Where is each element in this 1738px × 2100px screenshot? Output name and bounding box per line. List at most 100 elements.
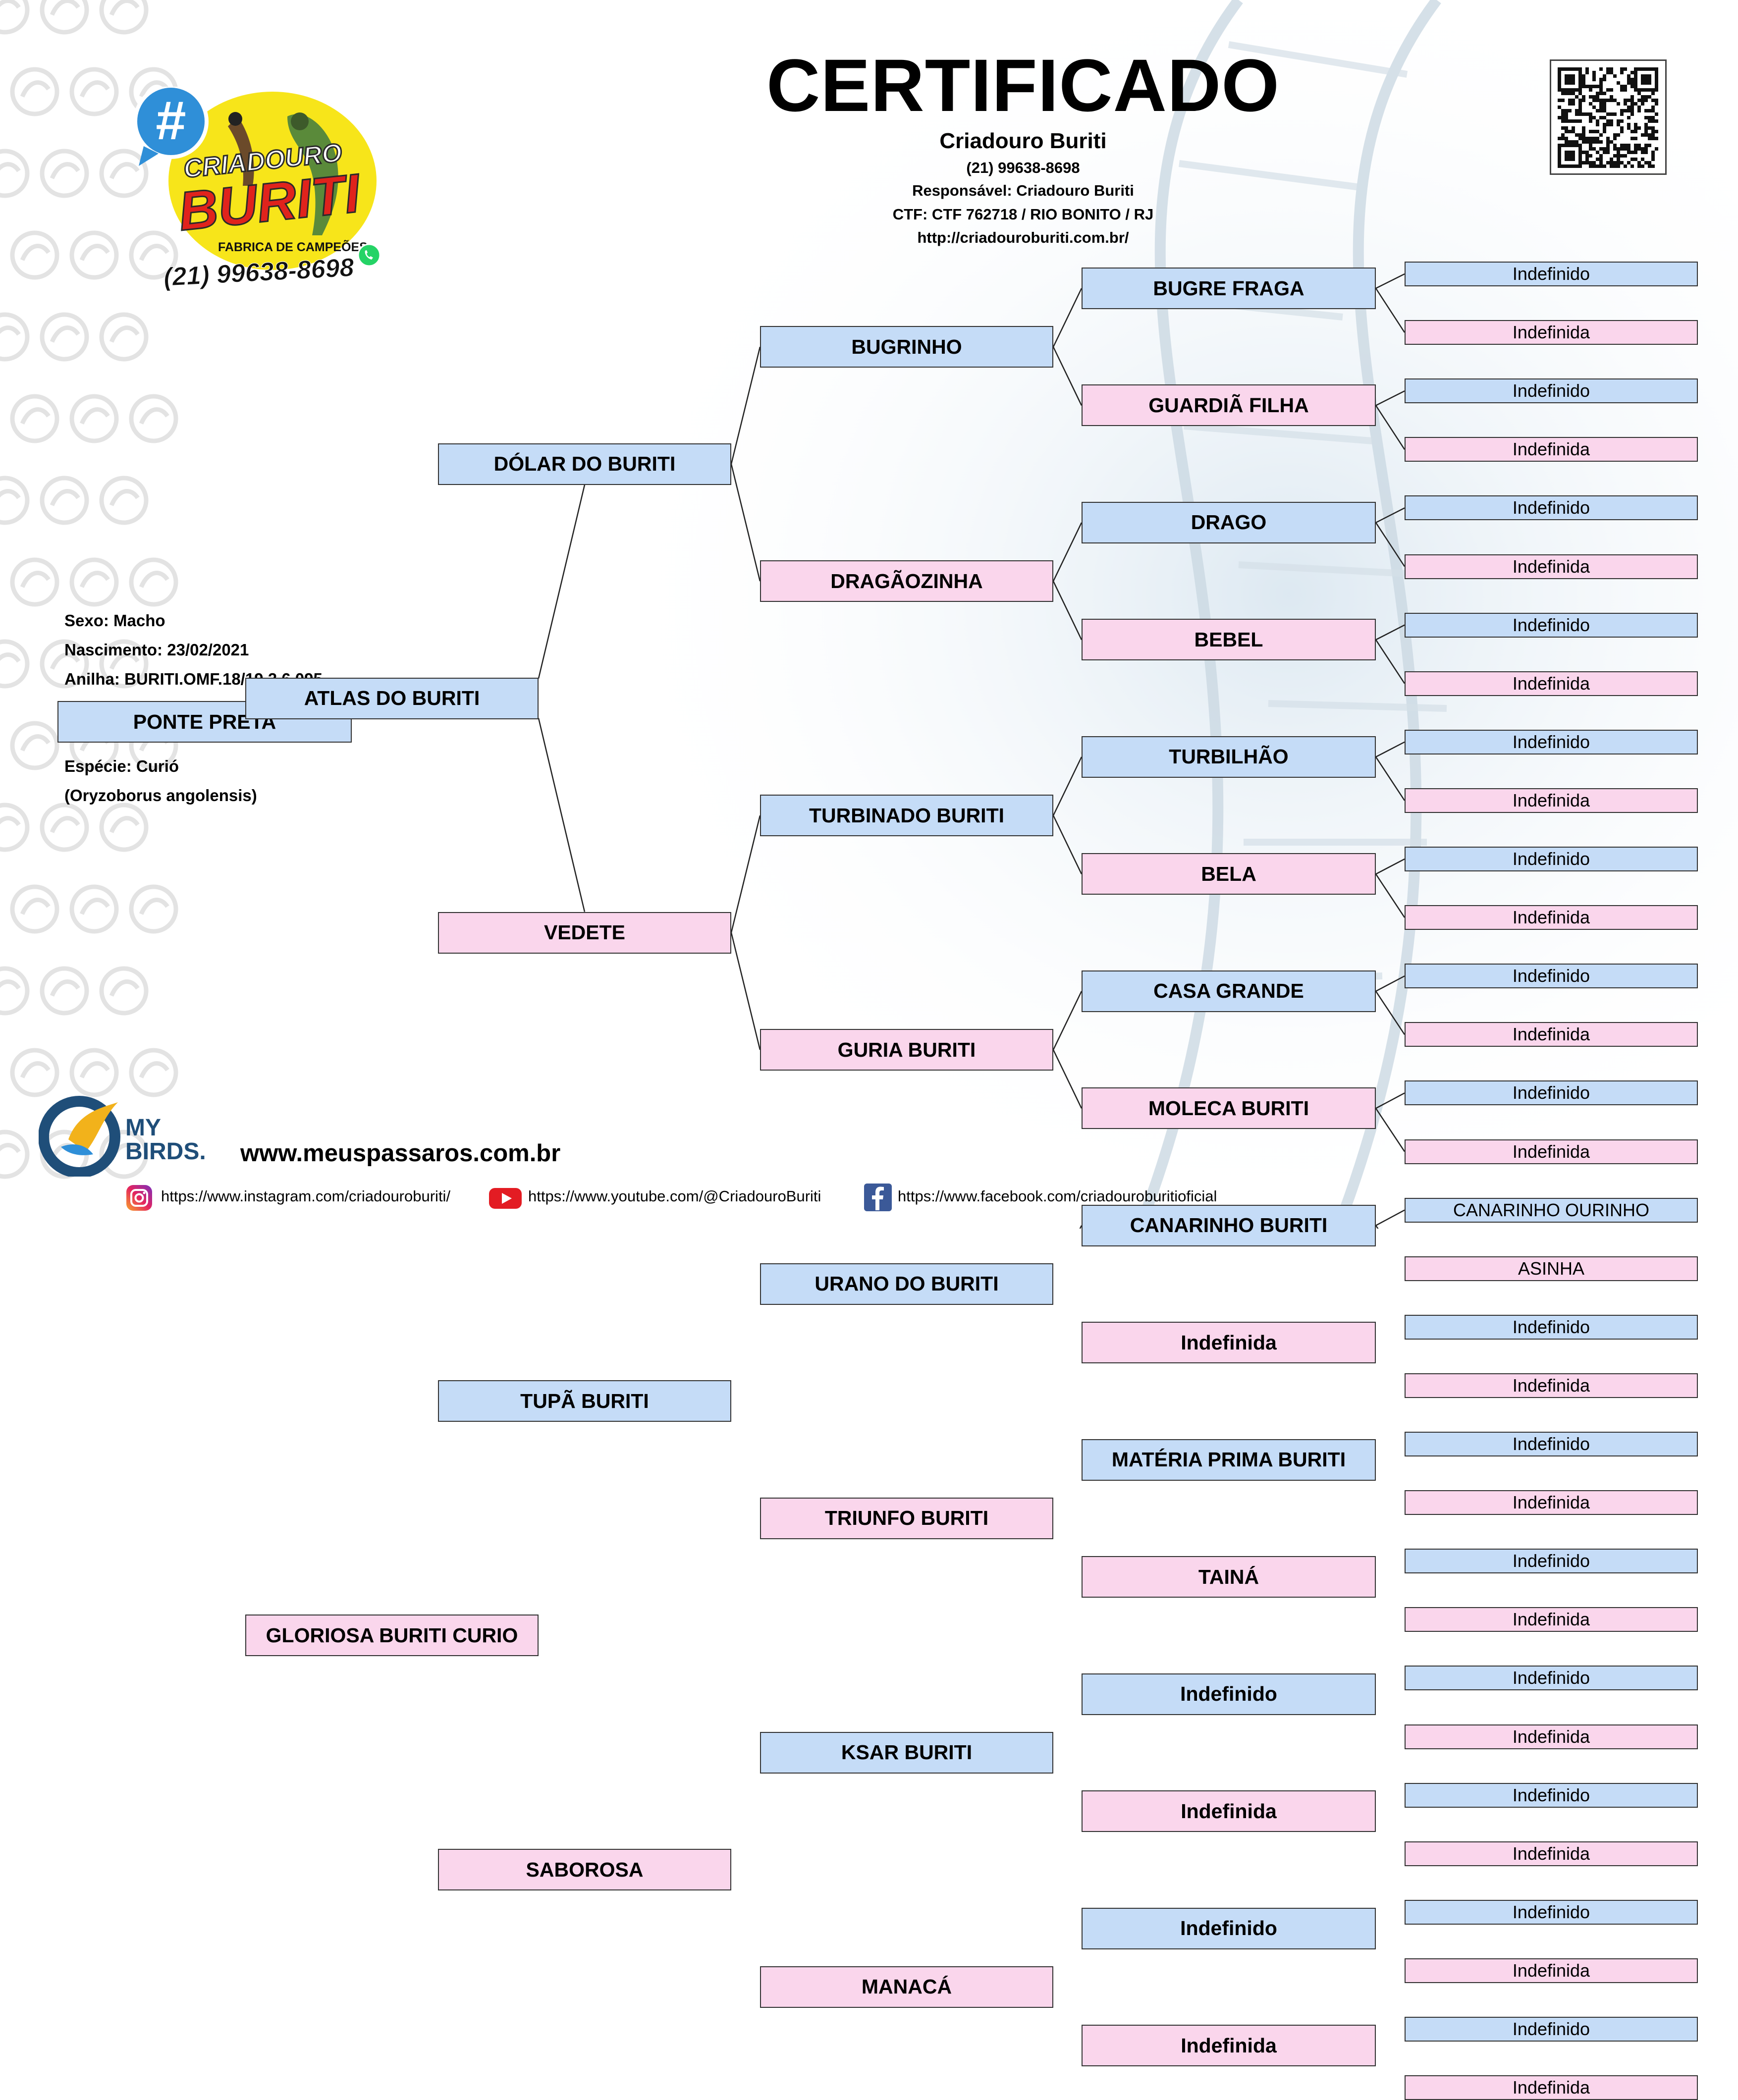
pedigree-g5-20: Indefinida [1405, 1373, 1698, 1398]
connector-line [1375, 639, 1406, 684]
pedigree-g5-27: Indefinido [1405, 1782, 1698, 1808]
pedigree-g3-3: TURBINADO BURITI [760, 795, 1053, 837]
pedigree-name: Indefinida [1512, 673, 1590, 694]
pedigree-name: MATÉRIA PRIMA BURITI [1111, 1448, 1346, 1471]
pedigree-name: BELA [1201, 862, 1256, 885]
pedigree-g4-5: TURBILHÃO [1082, 736, 1376, 778]
pedigree-name: Indefinida [1512, 1375, 1590, 1396]
pedigree-name: SABOROSA [526, 1858, 644, 1881]
bird-scientific: (Oryzoborus angolensis) [64, 786, 257, 805]
pedigree-name: Indefinida [1512, 2077, 1590, 2098]
connector-line [538, 718, 586, 912]
pedigree-g5-25: Indefinido [1405, 1666, 1698, 1691]
pedigree-g2-1: DÓLAR DO BURITI [438, 443, 731, 485]
pedigree-name: Indefinido [1512, 380, 1590, 401]
pedigree-g4-4: BEBEL [1082, 619, 1376, 661]
pedigree-name: BEBEL [1194, 628, 1263, 651]
pedigree-g4-15: Indefinido [1082, 1907, 1376, 1949]
connector-line [1375, 273, 1405, 289]
pedigree-name: DÓLAR DO BURITI [493, 452, 676, 476]
connector-line [1375, 741, 1405, 757]
bird-birth: Nascimento: 23/02/2021 [64, 641, 249, 659]
pedigree-name: Indefinida [1512, 907, 1590, 928]
pedigree-name: Indefinido [1512, 1434, 1590, 1454]
mybirds-line1: MY [125, 1115, 161, 1141]
breeder-ctf: CTF: CTF 762718 / RIO BONITO / RJ [892, 206, 1154, 223]
pedigree-name: Indefinido [1512, 1901, 1590, 1922]
breeder-name: Criadouro Buriti [939, 129, 1107, 153]
connector-line [1052, 346, 1083, 406]
pedigree-name: BUGRE FRAGA [1153, 276, 1304, 300]
pedigree-name: GUARDIÃ FILHA [1148, 393, 1309, 417]
breeder-website[interactable]: http://criadouroburiti.com.br/ [917, 229, 1129, 246]
pedigree-g4-1: BUGRE FRAGA [1082, 268, 1376, 309]
pedigree-g4-16: Indefinida [1082, 2025, 1376, 2067]
connector-line [1052, 756, 1083, 816]
pedigree-name: Indefinido [1512, 1316, 1590, 1337]
connector-line [730, 932, 761, 1050]
pedigree-g1-2: GLORIOSA BURITI CURIO [245, 1615, 539, 1657]
connector-line [1052, 815, 1083, 874]
connector-line [1052, 991, 1083, 1050]
pedigree-g5-19: Indefinido [1405, 1314, 1698, 1340]
pedigree-g4-14: Indefinida [1082, 1790, 1376, 1832]
pedigree-name: TRIUNFO BURITI [824, 1507, 989, 1530]
connector-line [1052, 1049, 1083, 1109]
pedigree-g2-2: VEDETE [438, 912, 731, 954]
youtube-link[interactable]: https://www.youtube.com/@CriadouroBuriti [528, 1187, 821, 1205]
pedigree-g4-7: CASA GRANDE [1082, 970, 1376, 1012]
whatsapp-icon [357, 243, 381, 267]
pedigree-g5-7: Indefinido [1405, 612, 1698, 638]
connector-line [1375, 1225, 1379, 1229]
connector-line [1375, 1209, 1405, 1226]
pedigree-g4-12: TAINÁ [1082, 1556, 1376, 1598]
youtube-icon[interactable] [488, 1184, 523, 1212]
connector-line [1375, 522, 1406, 567]
pedigree-g4-3: DRAGO [1082, 501, 1376, 543]
pedigree-name: Indefinido [1512, 2019, 1590, 2039]
pedigree-g3-5: URANO DO BURITI [760, 1263, 1053, 1305]
pedigree-connectors [538, 273, 1406, 1229]
pedigree-name: Indefinido [1512, 497, 1590, 518]
pedigree-g5-1: Indefinido [1405, 262, 1698, 286]
pedigree-g4-13: Indefinido [1082, 1673, 1376, 1715]
bird-sex: Sexo: Macho [64, 611, 165, 630]
logo-tagline: FABRICA DE CAMPEÕES [218, 240, 368, 254]
facebook-link[interactable]: https://www.facebook.com/criadouroburiti… [898, 1187, 1217, 1205]
connector-line [1052, 581, 1083, 640]
pedigree-name: Indefinida [1512, 439, 1590, 460]
pedigree-name: Indefinida [1181, 2034, 1277, 2057]
instagram-icon[interactable] [125, 1184, 153, 1212]
pedigree-g5-11: Indefinido [1405, 847, 1698, 871]
pedigree-g5-2: Indefinida [1405, 320, 1698, 345]
pedigree-name: GLORIOSA BURITI CURIO [266, 1623, 518, 1647]
pedigree-g5-14: Indefinida [1405, 1022, 1698, 1047]
connector-line [730, 464, 761, 582]
connector-line [1052, 288, 1083, 347]
pedigree-g5-28: Indefinida [1405, 1841, 1698, 1866]
breeder-logo: # CRIADOURO BURITI FABRICA DE CAMPEÕES (… [124, 87, 391, 305]
facebook-icon[interactable] [863, 1183, 893, 1212]
pedigree-name: CASA GRANDE [1153, 979, 1304, 1003]
pedigree-name: KSAR BURITI [841, 1741, 973, 1764]
pedigree-g5-3: Indefinido [1405, 378, 1698, 404]
connector-line [1375, 756, 1406, 801]
instagram-link[interactable]: https://www.instagram.com/criadouroburit… [161, 1187, 451, 1205]
page-title: CERTIFICADO [766, 44, 1280, 127]
connector-line [1079, 1225, 1083, 1229]
pedigree-name: TURBILHÃO [1169, 745, 1289, 768]
connector-line [1375, 1108, 1406, 1152]
connector-line [1375, 288, 1406, 333]
pedigree-name: DRAGO [1191, 511, 1267, 534]
pedigree-name: MOLECA BURITI [1148, 1096, 1309, 1120]
pedigree-g5-8: Indefinida [1405, 671, 1698, 696]
pedigree-name: Indefinida [1512, 1609, 1590, 1630]
pedigree-name: Indefinida [1512, 556, 1590, 577]
pedigree-g3-7: KSAR BURITI [760, 1731, 1053, 1774]
pedigree-g3-6: TRIUNFO BURITI [760, 1497, 1053, 1539]
mybirds-url[interactable]: www.meuspassaros.com.br [240, 1140, 561, 1167]
pedigree-g5-13: Indefinido [1405, 964, 1698, 989]
pedigree-name: ATLAS DO BURITI [304, 687, 480, 710]
pedigree-g3-4: GURIA BURITI [760, 1029, 1053, 1071]
pedigree-g5-15: Indefinido [1405, 1080, 1698, 1106]
